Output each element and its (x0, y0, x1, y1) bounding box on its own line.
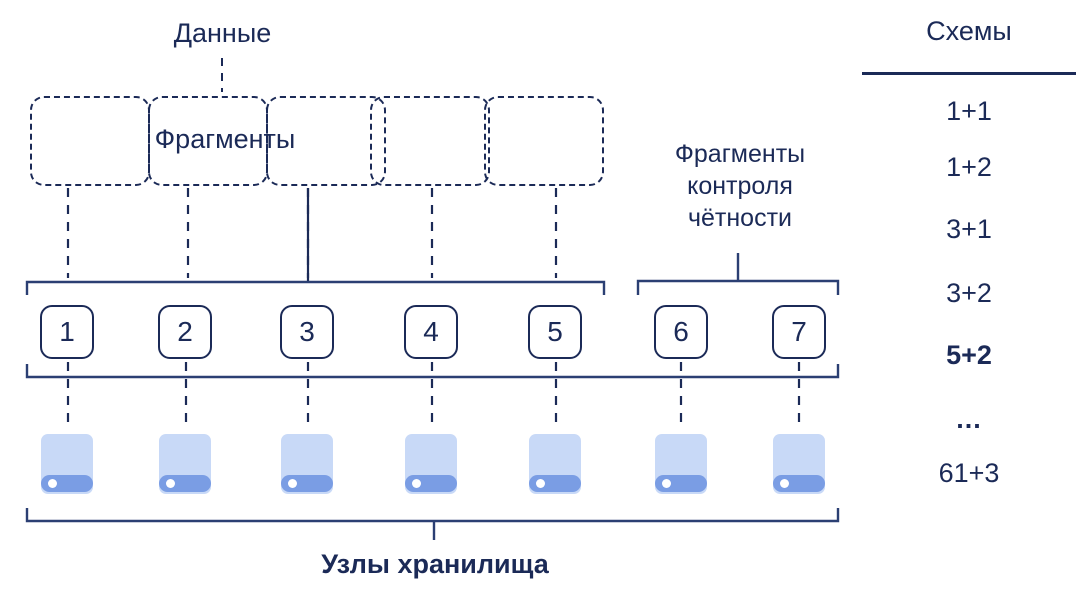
disk-icon-4 (405, 434, 457, 494)
fragments-label: Фрагменты (154, 124, 296, 154)
schemes-divider (862, 72, 1076, 75)
fragment-box-5 (484, 96, 604, 186)
storage-node-2[interactable]: 2 (158, 305, 212, 359)
data-nodes-bracket (25, 280, 606, 295)
scheme-item-2: 1+2 (946, 152, 992, 182)
disk-led (780, 479, 789, 488)
parity-fragments-label: Фрагменты контроля чётности (674, 140, 806, 232)
scheme-item-6: 61+3 (938, 458, 1000, 488)
disk-icon-5 (529, 434, 581, 494)
parity-nodes-bracket (636, 253, 840, 295)
fragment-drop-lines (66, 188, 558, 278)
storage-nodes-label: Узлы хранилища (321, 549, 549, 579)
storage-node-3[interactable]: 3 (280, 305, 334, 359)
disk-led (48, 479, 57, 488)
fragment-box-4 (370, 96, 490, 186)
storage-nodes-bracket (25, 508, 840, 540)
storage-node-5[interactable]: 5 (528, 305, 582, 359)
disk-led (662, 479, 671, 488)
scheme-item-ellipsis: ... (956, 404, 982, 434)
disk-icon-3 (281, 434, 333, 494)
disk-led (288, 479, 297, 488)
scheme-item-4: 3+2 (946, 278, 992, 308)
storage-node-7[interactable]: 7 (772, 305, 826, 359)
schemes-header: Схемы (926, 16, 1012, 46)
disk-icon-2 (159, 434, 211, 494)
disk-icon-6 (655, 434, 707, 494)
node-to-disk-lines (66, 362, 801, 430)
storage-node-1[interactable]: 1 (40, 305, 94, 359)
scheme-item-5: 5+2 (946, 340, 992, 370)
scheme-item-1: 1+1 (946, 96, 992, 126)
disk-led (166, 479, 175, 488)
storage-node-6[interactable]: 6 (654, 305, 708, 359)
data-label: Данные (173, 18, 272, 48)
disk-led (536, 479, 545, 488)
storage-node-4[interactable]: 4 (404, 305, 458, 359)
disk-icon-7 (773, 434, 825, 494)
scheme-item-3: 3+1 (946, 214, 992, 244)
fragment-box-3 (266, 96, 386, 186)
all-nodes-bracket (25, 364, 840, 379)
disk-led (412, 479, 421, 488)
disk-icon-1 (41, 434, 93, 494)
